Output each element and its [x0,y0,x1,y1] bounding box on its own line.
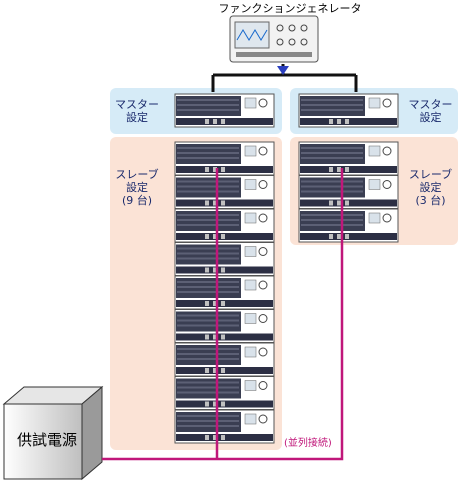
function-generator-icon [229,15,319,63]
slave-load-left [174,208,275,243]
master-load-right [298,93,399,128]
master-label-right: マスター 設定 [408,98,453,124]
slave-load-left [174,175,275,209]
slave-load-left [174,242,275,276]
slave-load-right [298,208,399,243]
slave-load-left [174,309,275,343]
slave-load-right [298,175,399,209]
parallel-wiring [102,168,344,461]
master-label-left: マスター 設定 [115,98,159,124]
function-generator-label: ファンクションジェネレータ [218,2,362,15]
power-supply-box-icon [2,385,104,481]
sync-wiring [211,64,358,92]
slave-load-left [174,376,275,410]
arrow-down-icon [277,66,289,75]
slave-load-left [174,409,275,444]
slave-load-left [174,141,275,176]
slave-load-left [174,275,275,310]
parallel-connection-label: (並列接続) [284,438,332,449]
slave-label-right: スレーブ 設定 (3 台) [408,168,453,207]
slave-load-left [174,342,275,377]
master-load-left [174,93,275,128]
slave-label-left: スレーブ 設定 (9 台) [115,168,159,207]
slave-load-right [298,141,399,176]
dut-label: 供試電源 [16,431,77,449]
